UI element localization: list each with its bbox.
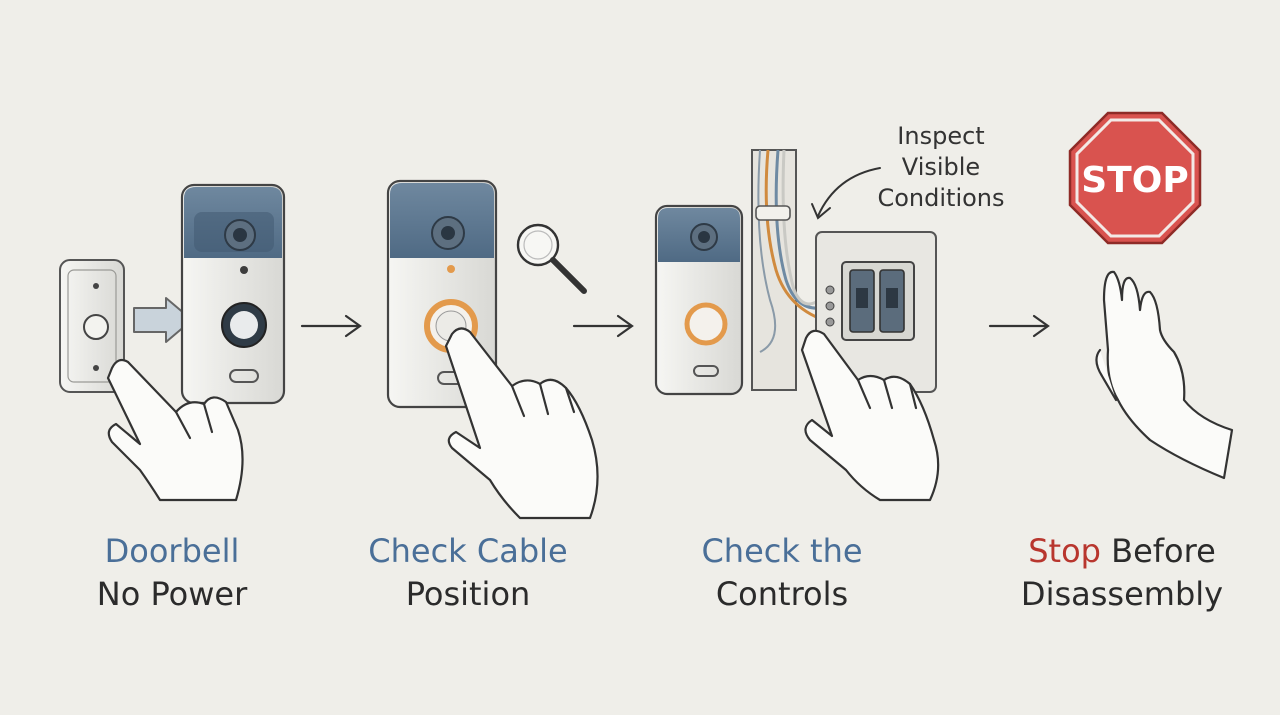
pointing-hand-icon xyxy=(444,327,599,520)
annotation-line-1: Inspect xyxy=(897,122,984,150)
step1-illustration xyxy=(59,183,286,502)
step2-caption-line2: Position xyxy=(406,575,531,613)
step3-illustration xyxy=(654,149,940,502)
step2-caption-line1: Check Cable xyxy=(368,532,567,570)
flow-arrow-2-icon xyxy=(572,314,634,338)
step4-caption-before: Before xyxy=(1101,532,1216,570)
step2-illustration xyxy=(386,179,599,520)
upgrade-arrow-icon xyxy=(133,297,193,343)
annotation-line-2: Visible xyxy=(902,153,980,181)
step4-illustration: STOP xyxy=(1068,111,1234,480)
stop-sign-label: STOP xyxy=(1081,160,1188,201)
annotation-arrow-icon xyxy=(811,167,881,220)
pointing-hand-icon xyxy=(106,358,244,502)
breaker-panel-icon xyxy=(815,231,937,393)
video-doorbell-icon xyxy=(180,183,286,405)
flow-arrow-3-icon xyxy=(988,314,1050,338)
step1-caption-line2: No Power xyxy=(97,575,248,613)
old-doorbell-plate-icon xyxy=(59,259,125,393)
annotation-line-3: Conditions xyxy=(877,184,1004,212)
pointing-hand-icon xyxy=(800,329,940,502)
step3-caption-line1: Check the xyxy=(701,532,862,570)
stop-sign-icon: STOP xyxy=(1068,111,1202,245)
wall-cavity-icon xyxy=(751,149,832,391)
step1-caption-line1: Doorbell xyxy=(105,532,240,570)
step4-caption-stop: Stop xyxy=(1028,532,1101,570)
flow-arrow-1-icon xyxy=(300,314,362,338)
raised-hand-icon xyxy=(1095,270,1234,480)
step4-caption-line1: Stop Before xyxy=(1028,532,1216,570)
small-doorbell-icon xyxy=(654,204,744,396)
step4-caption-line2: Disassembly xyxy=(1021,575,1223,613)
step3-caption-line2: Controls xyxy=(716,575,848,613)
magnifying-glass-icon xyxy=(516,223,587,294)
